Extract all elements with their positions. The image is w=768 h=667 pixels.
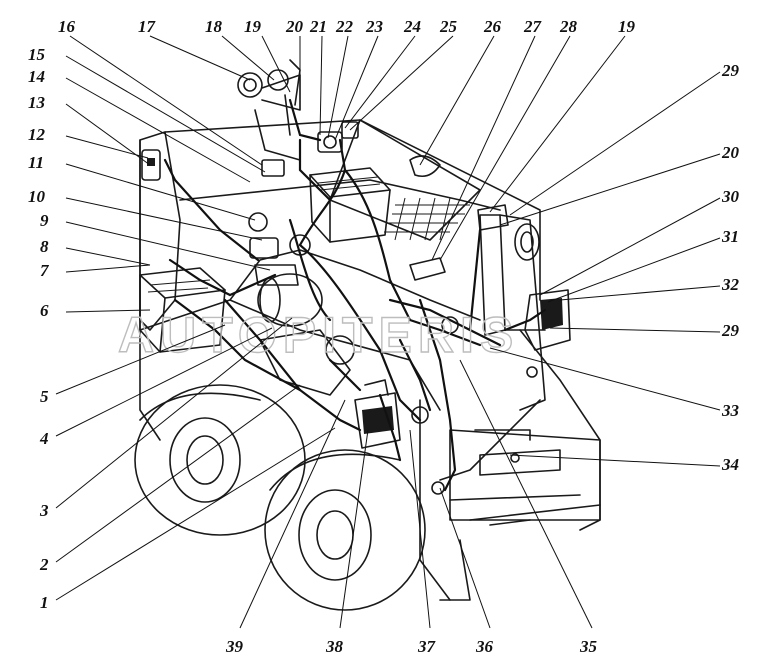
callout-30: 30 xyxy=(721,187,740,206)
callout-36: 36 xyxy=(475,637,494,656)
callout-37: 37 xyxy=(417,637,437,656)
callout-23: 23 xyxy=(365,17,384,36)
callout-31: 31 xyxy=(721,227,739,246)
callout-11: 11 xyxy=(28,153,44,172)
callout-5: 5 xyxy=(40,387,49,406)
callout-18: 18 xyxy=(205,17,223,36)
mid-connectors xyxy=(409,155,538,495)
callout-24: 24 xyxy=(403,17,421,36)
callout-8: 8 xyxy=(40,237,49,256)
callout-25: 25 xyxy=(439,17,458,36)
rear-wheel xyxy=(134,384,306,536)
callout-38: 38 xyxy=(325,637,344,656)
battery-front xyxy=(139,267,226,353)
callout-21: 21 xyxy=(309,17,327,36)
callout-35: 35 xyxy=(579,637,598,656)
callout-16: 16 xyxy=(58,17,76,36)
callout-19: 19 xyxy=(244,17,262,36)
leader-lines xyxy=(55,35,721,629)
rear-lamps-right xyxy=(477,204,571,351)
callout-39: 39 xyxy=(225,637,244,656)
watermark-text: AUTOPITERIS xyxy=(118,307,519,363)
callout-9: 9 xyxy=(40,211,49,230)
callout-29-top: 29 xyxy=(721,61,740,80)
callout-labels: 16 17 18 19 20 21 22 23 24 25 26 27 28 1… xyxy=(28,17,740,656)
callout-20: 20 xyxy=(285,17,304,36)
callout-17: 17 xyxy=(138,17,157,36)
callout-32: 32 xyxy=(721,275,740,294)
callout-3: 3 xyxy=(39,501,49,520)
callout-6: 6 xyxy=(40,301,49,320)
loader-body xyxy=(139,119,601,601)
callout-20-right: 20 xyxy=(721,143,740,162)
callout-34: 34 xyxy=(721,455,739,474)
callout-1: 1 xyxy=(40,593,49,612)
wiring-harness xyxy=(163,98,547,492)
callout-19-right: 19 xyxy=(618,17,636,36)
callout-29-bottom: 29 xyxy=(721,321,740,340)
callout-15: 15 xyxy=(28,45,46,64)
callout-2: 2 xyxy=(39,555,49,574)
callout-27: 27 xyxy=(523,17,543,36)
callout-10: 10 xyxy=(28,187,46,206)
callout-28: 28 xyxy=(559,17,578,36)
callout-12: 12 xyxy=(28,125,46,144)
callout-7: 7 xyxy=(40,261,50,280)
top-lamps xyxy=(237,59,301,161)
callout-22: 22 xyxy=(335,17,354,36)
battery-rear xyxy=(309,167,391,243)
starter-motor xyxy=(257,273,355,396)
callout-26: 26 xyxy=(483,17,502,36)
callout-33: 33 xyxy=(721,401,740,420)
callout-14: 14 xyxy=(28,67,45,86)
callout-4: 4 xyxy=(39,429,49,448)
callout-13: 13 xyxy=(28,93,46,112)
front-wheel xyxy=(264,449,426,611)
